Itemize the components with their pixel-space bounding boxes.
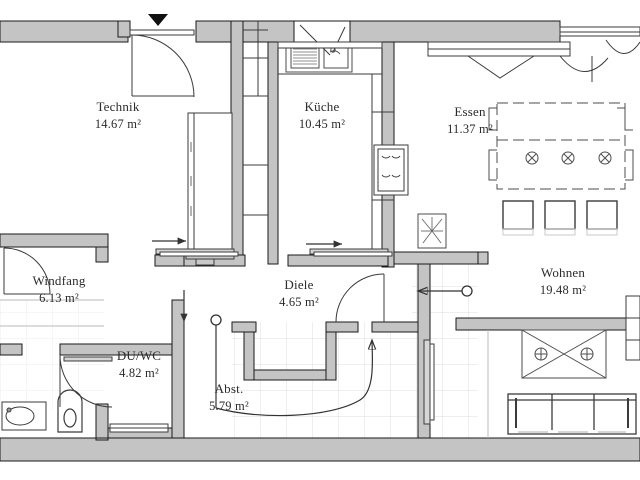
room-name: Abst. (214, 381, 244, 396)
sliding-door-technik (155, 248, 239, 257)
wall-exterior-top-c (349, 20, 561, 43)
cooktop (373, 144, 409, 196)
wall-abst-south (253, 369, 337, 381)
room-label-windfang: Windfang 6.13 m² (0, 273, 118, 306)
room-area: 5.79 m² (209, 398, 249, 413)
dining-chair-shadow (502, 228, 618, 236)
room-area: 6.13 m² (39, 290, 79, 305)
wall-exterior-top-b (195, 20, 295, 43)
room-area: 11.37 m² (447, 121, 493, 136)
plant (417, 213, 447, 249)
leader-curve (215, 325, 372, 417)
room-name: Windfang (32, 273, 86, 288)
wall-essen-south-end (477, 251, 489, 265)
room-label-abst: Abst. 5.79 m² (172, 381, 286, 414)
room-label-kueche: Küche 10.45 m² (262, 99, 382, 132)
room-name: Wohnen (540, 265, 586, 280)
cabinet-run (185, 112, 235, 266)
wall-exterior-top-a (0, 20, 129, 43)
dining-table (488, 102, 634, 190)
wall-exterior-bottom (0, 437, 640, 462)
kitchen-counter-right (371, 74, 394, 252)
door-abst (423, 339, 435, 425)
leader-arrow (152, 237, 463, 322)
room-area: 4.65 m² (279, 294, 319, 309)
room-label-diele: Diele 4.65 m² (241, 277, 357, 310)
room-name: Essen (454, 104, 486, 119)
room-area: 14.67 m² (94, 116, 142, 131)
door-entry-top-left (129, 29, 195, 98)
table-seat-marks (525, 151, 612, 165)
room-label-technik: Technik 14.67 m² (58, 99, 178, 132)
wall-duwc-inner (95, 403, 109, 441)
shower-tray (109, 423, 169, 433)
misc-detail-lines (0, 299, 489, 438)
wall-abst-north-a (231, 321, 257, 333)
wall-kueche-west (267, 41, 279, 265)
room-name: Diele (284, 277, 314, 292)
window-top-right (427, 26, 640, 82)
room-area: 19.48 m² (539, 282, 587, 297)
bench-windfang (0, 233, 109, 248)
room-label-wohnen: Wohnen 19.48 m² (503, 265, 623, 298)
wall-wohnen-north (455, 317, 640, 331)
wall-thin-lines (0, 20, 640, 462)
wall-essen-south (393, 251, 481, 265)
door-marker-triangle (148, 14, 168, 26)
room-label-essen: Essen 11.37 m² (412, 104, 528, 137)
wall-duwc-north-b (0, 343, 23, 356)
counter-top (277, 41, 383, 75)
sofa (507, 393, 637, 435)
room-name: DU/WC (116, 348, 162, 363)
dining-chair (502, 200, 618, 230)
wall-corridor-top-b (287, 254, 389, 267)
room-name: Küche (304, 99, 340, 114)
door-diele (335, 273, 385, 323)
wall-niche-right (625, 295, 640, 361)
door-windfang (3, 247, 51, 295)
dining-chair-top-row (488, 149, 634, 181)
room-area: 4.82 m² (119, 365, 159, 380)
shelf-unit (243, 21, 268, 216)
room-label-duwc: DU/WC 4.82 m² (82, 348, 196, 381)
wall-abst-north-c (371, 321, 419, 333)
node-circle (210, 285, 473, 326)
room-name: Technik (96, 99, 140, 114)
wall-abst-north-b (325, 321, 359, 333)
wall-jamb-b (117, 20, 131, 38)
door-duwc (59, 354, 113, 408)
washbasin (1, 401, 47, 431)
toilet (57, 389, 83, 433)
coffee-table (521, 329, 607, 379)
door-leaf-duwc (63, 356, 113, 362)
sliding-door-kueche (309, 248, 393, 257)
wall-technik-east (230, 20, 244, 267)
room-area: 10.45 m² (298, 116, 346, 131)
